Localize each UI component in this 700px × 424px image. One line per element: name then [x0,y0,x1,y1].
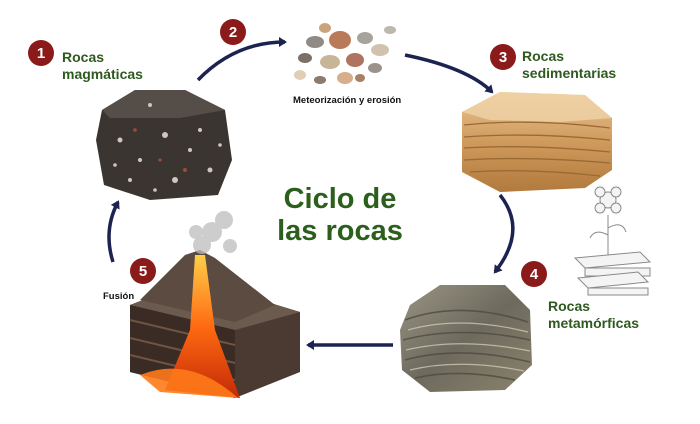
volcano-image [129,211,300,398]
step-5-label: Fusión [103,291,135,302]
step-1-label: Rocas magmáticas [62,49,143,83]
igneous-rock-image [96,90,232,200]
step-1-label-line1: Rocas [62,49,105,65]
step-3-label-line1: Rocas [522,48,565,64]
arrow-5-to-1 [107,200,120,263]
arrow-2-to-3 [404,53,494,94]
step-3-label: Rocas sedimentarias [522,48,616,82]
books-flower-illustration [573,186,652,296]
arrow-1-to-2 [196,37,287,82]
diagram-title: Ciclo de las rocas [255,183,425,247]
step-5-badge: 5 [130,258,156,284]
step-1-badge: 1 [28,40,54,66]
step-3-badge: 3 [490,44,516,70]
step-2-badge: 2 [220,19,246,45]
diagram-title-line1: Ciclo de [283,183,397,215]
diagram-title-line2: las rocas [277,215,403,247]
step-4-label-line1: Rocas [548,298,591,314]
pebbles-image [294,23,396,84]
step-1-label-line2: magmáticas [62,66,143,82]
metamorphic-rock-image [400,285,532,392]
step-2-label: Meteorización y erosión [293,95,402,106]
arrow-3-to-4 [493,193,515,274]
step-4-label-line2: metamórficas [548,315,640,331]
step-4-label: Rocas metamórficas [548,298,639,332]
step-3-label-line2: sedimentarias [522,65,617,81]
step-4-badge: 4 [521,261,547,287]
sedimentary-rock-image [462,92,612,192]
